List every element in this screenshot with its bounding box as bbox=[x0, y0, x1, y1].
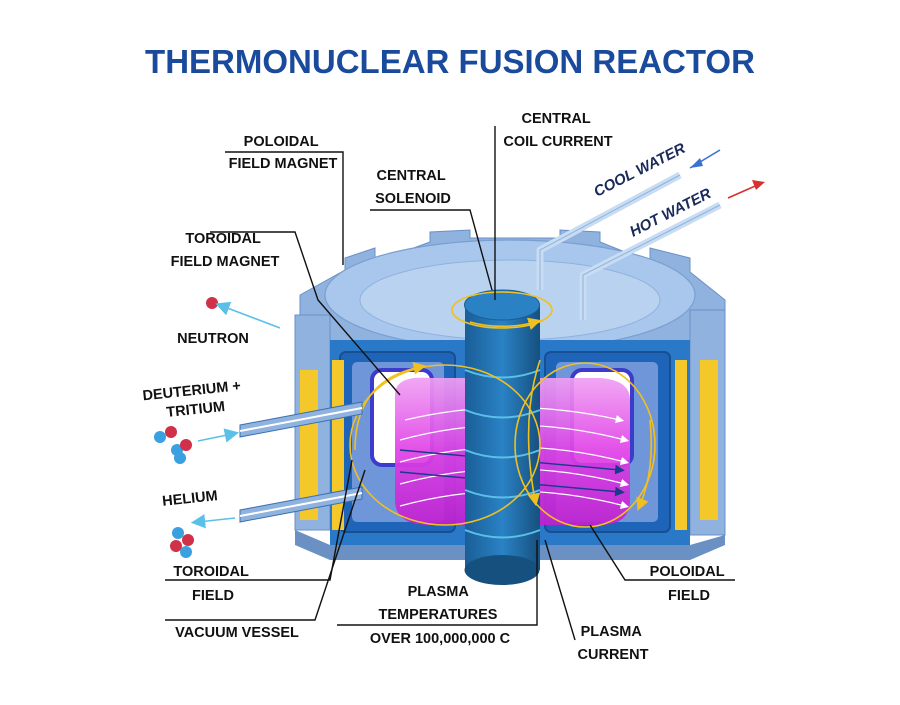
outer-magnet-left bbox=[300, 370, 318, 520]
helium-particles bbox=[170, 527, 194, 558]
deuterium-tritium-particles bbox=[154, 426, 192, 464]
label-plasma-current: PLASMA CURRENT bbox=[578, 624, 649, 663]
label-poloidal-field-magnet: POLOIDAL FIELD MAGNET bbox=[229, 134, 338, 172]
particles bbox=[154, 297, 281, 558]
label-plasma-temperatures: PLASMA TEMPERATURES OVER 100,000,000 C bbox=[370, 584, 511, 647]
outer-magnet-right bbox=[700, 360, 718, 520]
reactor-body bbox=[239, 149, 765, 585]
label-poloidal-field: POLOIDAL FIELD bbox=[650, 564, 729, 604]
label-neutron: NEUTRON bbox=[177, 331, 249, 347]
label-toroidal-field: TOROIDAL FIELD bbox=[173, 564, 252, 604]
neutron-particle bbox=[206, 297, 218, 309]
label-central-coil-current: CENTRAL COIL CURRENT bbox=[503, 111, 612, 150]
central-solenoid bbox=[465, 305, 540, 570]
label-toroidal-field-magnet: TOROIDAL FIELD MAGNET bbox=[171, 231, 280, 270]
page-title: THERMONUCLEAR FUSION REACTOR bbox=[145, 43, 755, 80]
leader-lines bbox=[165, 126, 735, 641]
label-vacuum-vessel: VACUUM VESSEL bbox=[175, 625, 299, 641]
label-deuterium-tritium: DEUTERIUM + TRITIUM bbox=[142, 378, 248, 424]
label-helium: HELIUM bbox=[162, 488, 219, 510]
left-yellow-wall bbox=[332, 360, 344, 530]
label-central-solenoid: CENTRAL SOLENOID bbox=[375, 168, 451, 207]
